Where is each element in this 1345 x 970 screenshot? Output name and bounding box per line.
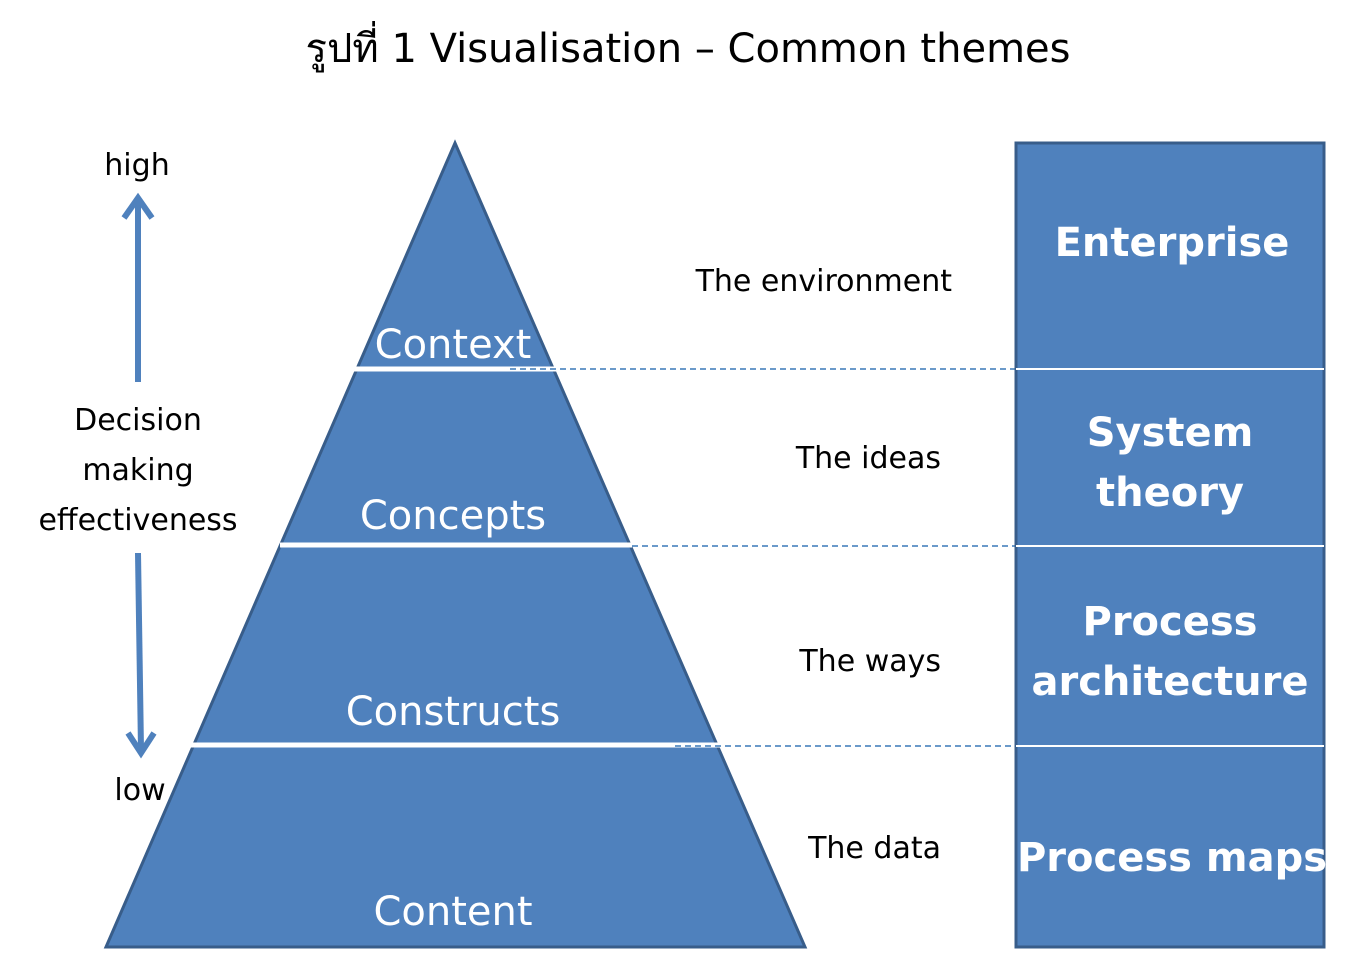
theme-process-architecture-line-1: Process xyxy=(1083,599,1258,645)
description-environment: The environment xyxy=(695,264,953,299)
layer-label-context: Context xyxy=(375,322,532,368)
axis-arrow-up-head xyxy=(121,192,155,220)
theme-system-line-2: theory xyxy=(1096,470,1244,516)
axis-arrow-down-head xyxy=(125,731,157,759)
theme-enterprise: Enterprise xyxy=(1055,220,1290,266)
axis-name-line-3: effectiveness xyxy=(38,503,237,538)
axis-low-label: low xyxy=(114,773,165,808)
description-data: The data xyxy=(807,831,941,866)
effectiveness-axis: high low Decision making effectiveness xyxy=(38,148,237,808)
dashed-connectors xyxy=(510,368,1060,747)
layer-label-constructs: Constructs xyxy=(346,689,561,735)
description-ways: The ways xyxy=(798,644,941,679)
axis-name-line-2: making xyxy=(82,453,193,488)
axis-name-line-1: Decision xyxy=(74,403,202,438)
diagram-title: รูปที่ 1 Visualisation – Common themes xyxy=(306,21,1071,72)
theme-process-maps: Process maps xyxy=(1017,835,1327,881)
theme-column: Enterprise System theory Process archite… xyxy=(1014,141,1327,949)
theme-process-architecture-line-2: architecture xyxy=(1031,659,1308,705)
pyramid: Context Concepts Constructs Content xyxy=(103,139,808,949)
axis-arrow-lower-shaft xyxy=(135,552,144,751)
layer-label-content: Content xyxy=(373,889,532,935)
layer-label-concepts: Concepts xyxy=(360,493,546,539)
axis-high-label: high xyxy=(104,148,169,183)
description-ideas: The ideas xyxy=(795,441,941,476)
layer-descriptions: The environment The ideas The ways The d… xyxy=(695,264,953,866)
theme-system-line-1: System xyxy=(1087,410,1254,456)
